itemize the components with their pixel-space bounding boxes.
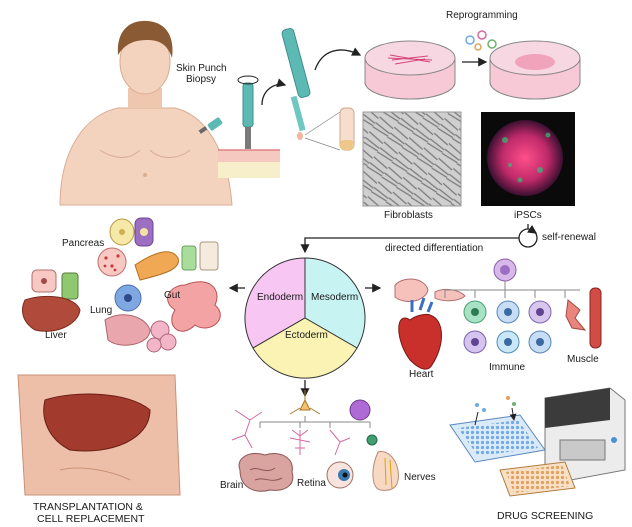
- mesoderm-progenitor-cells: [394, 258, 517, 302]
- neuron-cells: [231, 409, 351, 456]
- transplant-label-line1: TRANSPLANTATION &: [33, 501, 143, 513]
- pancreas-label: Pancreas: [62, 238, 105, 249]
- immune-lineage-tree: [444, 281, 580, 298]
- directed-differentiation-label: directed differentiation: [385, 243, 484, 254]
- arrow-to-pen: [261, 78, 287, 106]
- ectoderm-sector: [252, 317, 358, 379]
- well-plate: [449, 414, 546, 463]
- brain-organ-icon: [238, 453, 294, 492]
- retina-label: Retina: [297, 478, 326, 489]
- reprogramming-factors-icon: [465, 30, 497, 51]
- transplant-torso: [17, 374, 181, 496]
- muscle-label: Muscle: [567, 354, 599, 365]
- skin-tissue-block: [218, 149, 280, 178]
- foot-nerves-icon: [372, 451, 399, 491]
- gut-label: Gut: [164, 290, 181, 301]
- mesoderm-sector: [304, 257, 366, 349]
- endoderm-sector: [244, 257, 306, 349]
- self-renewal-label: self-renewal: [542, 232, 596, 243]
- drug-screening-label: DRUG SCREENING: [497, 510, 594, 522]
- ipscs-micrograph: [481, 112, 575, 206]
- brain-label: Brain: [220, 480, 244, 491]
- lung-label: Lung: [90, 305, 113, 316]
- differentiation-arrow: [305, 224, 529, 252]
- eye-organ-icon: [326, 461, 354, 489]
- immune-cells: [463, 300, 552, 354]
- dropper-icons: [474, 396, 516, 425]
- lung-cells: [104, 284, 177, 353]
- well-plate-lower: [499, 461, 576, 497]
- liver-cells: [31, 269, 79, 300]
- ipsc-dish: [489, 40, 581, 100]
- endoderm-label: Endoderm: [257, 292, 304, 303]
- gut-cells: [181, 241, 219, 271]
- nerves-label: Nerves: [404, 472, 436, 483]
- fibroblast-dish: [364, 40, 456, 100]
- ipscs-label: iPSCs: [514, 210, 542, 221]
- tissue-tube: [304, 107, 355, 151]
- arrow-to-dish: [314, 47, 362, 71]
- muscle-icon: [565, 287, 602, 349]
- ectoderm-label: Ectoderm: [285, 330, 328, 341]
- biopsy-pen-tool: [281, 28, 311, 140]
- heart-organ-icon: [398, 297, 442, 370]
- biopsy-label-line2: Biopsy: [186, 74, 217, 85]
- immune-label: Immune: [489, 362, 526, 373]
- mesoderm-label: Mesoderm: [311, 292, 359, 303]
- neural-lineage-tree: [259, 416, 371, 428]
- screening-robot: [544, 387, 626, 483]
- heart-label: Heart: [409, 369, 434, 380]
- gut-organ-icon: [167, 281, 221, 332]
- pancreas-organ-icon: [134, 251, 179, 281]
- pancreas-cells: [97, 217, 154, 277]
- patient-figure: [59, 20, 233, 206]
- punch-biopsy-tool: [237, 75, 259, 149]
- biopsy-label-line1: Skin Punch: [176, 63, 227, 74]
- neural-progenitor: [289, 390, 321, 415]
- glial-cell: [366, 434, 378, 446]
- liver-label: Liver: [45, 330, 67, 341]
- germ-layer-pie: [244, 257, 366, 379]
- astrocyte-cell: [349, 399, 371, 421]
- fibroblasts-label: Fibroblasts: [384, 210, 433, 221]
- punch-tool-small: [198, 117, 223, 134]
- liver-organ-icon: [22, 295, 81, 332]
- reprogramming-label: Reprogramming: [446, 10, 518, 21]
- fibroblasts-micrograph: [362, 111, 462, 207]
- self-renewal-loop: [518, 224, 538, 248]
- transplant-label-line2: CELL REPLACEMENT: [37, 513, 145, 525]
